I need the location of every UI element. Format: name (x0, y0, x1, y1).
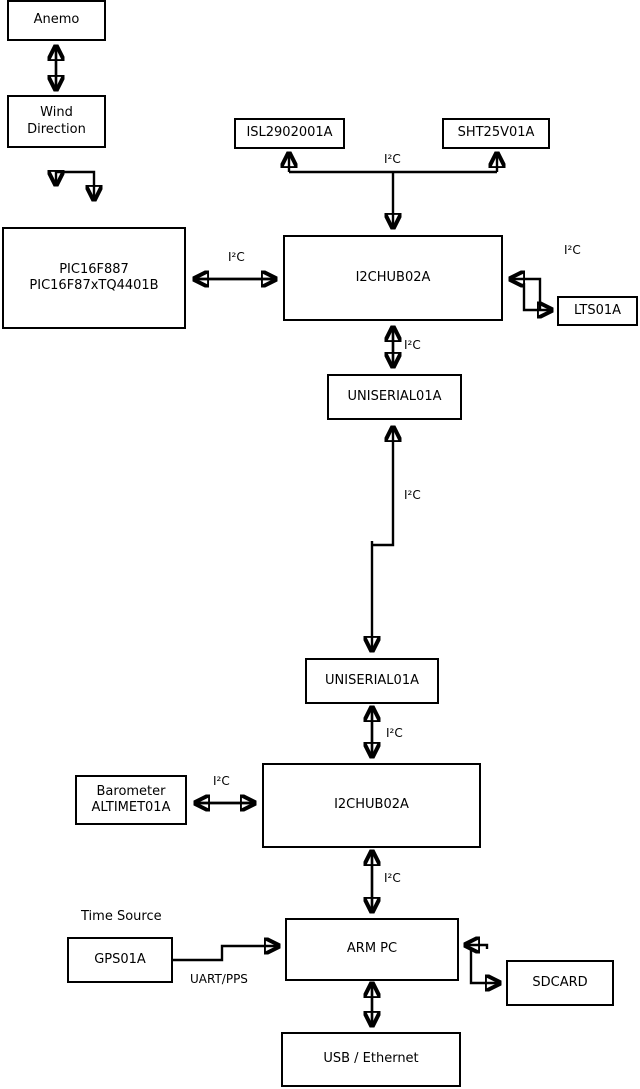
node-lts01a-label: LTS01A (573, 302, 622, 318)
wire-pic-wind (56, 172, 94, 200)
node-lts01a[interactable]: LTS01A (557, 296, 638, 326)
edge-label-uniserial-link: I²C (404, 488, 421, 502)
edge-label-uniserial-hub-bottom: I²C (386, 726, 403, 740)
node-usb-ethernet-label: USB / Ethernet (323, 1051, 419, 1067)
edge-label-gps-armpc: UART/PPS (190, 972, 248, 986)
node-gps01a[interactable]: GPS01A (67, 937, 173, 983)
node-isl2902001a[interactable]: ISL2902001A (234, 118, 345, 149)
node-usb-ethernet[interactable]: USB / Ethernet (281, 1032, 461, 1087)
edge-label-hub-armpc: I²C (384, 871, 401, 885)
edge-label-hub-lts: I²C (564, 243, 581, 257)
node-sdcard-label: SDCARD (532, 974, 588, 990)
node-i2chub02a-top-label: I2CHUB02A (355, 269, 431, 285)
wire-hub-top-lts (522, 283, 552, 310)
node-i2chub02a-bottom-label: I2CHUB02A (334, 797, 409, 813)
wire-gps-armpc (173, 946, 279, 962)
node-pic-mcu-label: PIC16F887 PIC16F87xTQ4401B (29, 261, 159, 293)
node-uniserial01a-top[interactable]: UNISERIAL01A (327, 374, 462, 420)
label-time-source: Time Source (81, 909, 162, 924)
node-wind-direction[interactable]: Wind Direction (7, 95, 106, 148)
wire-lts-hub-top (510, 279, 542, 310)
node-barometer-altimet01a[interactable]: Barometer ALTIMET01A (75, 775, 187, 825)
node-barometer-altimet01a-label: Barometer ALTIMET01A (91, 783, 171, 815)
node-i2chub02a-top[interactable]: I2CHUB02A (283, 235, 503, 321)
node-pic-mcu[interactable]: PIC16F887 PIC16F87xTQ4401B (2, 227, 186, 329)
node-sht25v01a-label: SHT25V01A (457, 125, 535, 141)
node-anemo-label: Anemo (33, 12, 80, 28)
node-arm-pc-label: ARM PC (346, 941, 398, 957)
edge-label-hub-uniserial: I²C (404, 338, 421, 352)
edge-label-hub-sensors: I²C (384, 152, 401, 166)
node-i2chub02a-bottom[interactable]: I2CHUB02A (262, 763, 481, 848)
node-sdcard[interactable]: SDCARD (506, 960, 614, 1006)
node-gps01a-label: GPS01A (94, 951, 146, 967)
wire-armpc-sdcard (469, 949, 500, 983)
wire-sdcard-armpc (465, 945, 489, 949)
node-sht25v01a[interactable]: SHT25V01A (442, 118, 550, 149)
node-arm-pc[interactable]: ARM PC (285, 918, 459, 981)
node-wind-direction-label: Wind Direction (27, 105, 86, 137)
node-anemo[interactable]: Anemo (7, 0, 106, 41)
edge-label-pic-hub: I²C (228, 250, 245, 264)
edge-label-barometer-hub: I²C (213, 774, 230, 788)
node-uniserial01a-top-label: UNISERIAL01A (347, 388, 442, 404)
wire-uniserial-link-up (372, 427, 393, 547)
node-isl2902001a-label: ISL2902001A (246, 125, 333, 141)
node-uniserial01a-bottom-label: UNISERIAL01A (325, 672, 419, 688)
node-uniserial01a-bottom[interactable]: UNISERIAL01A (305, 658, 439, 704)
